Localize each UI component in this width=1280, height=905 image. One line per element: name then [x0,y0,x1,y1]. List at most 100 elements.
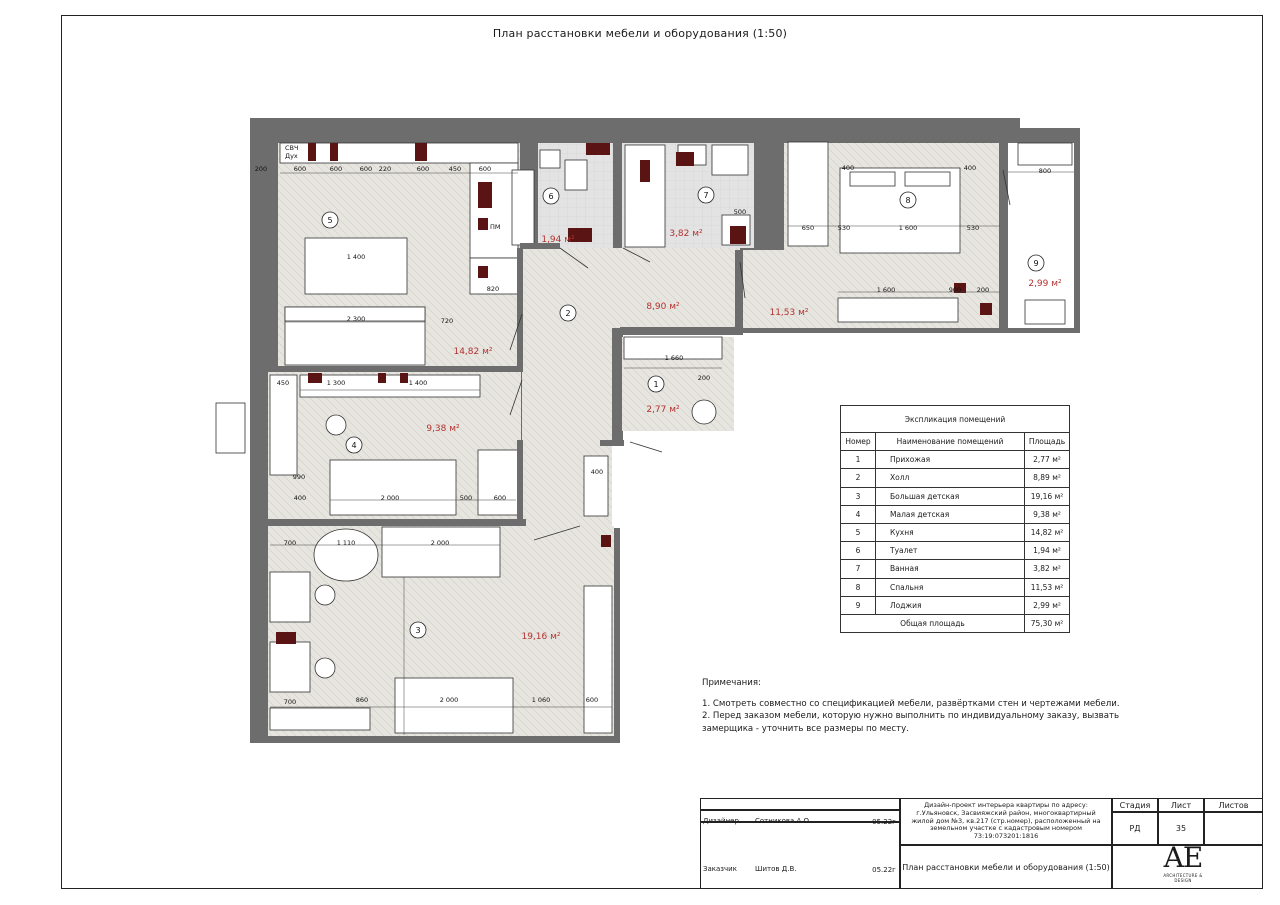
logo-cell [1112,845,1263,889]
cell: Прихожая [875,450,1025,470]
room-area-8: 11,53 м² [769,308,808,318]
desk-big-kids-b [269,641,311,693]
dim: 450 [449,165,461,173]
dimension-lines [270,171,1074,735]
dim: 700 [284,698,296,706]
dim: 400 [591,468,603,476]
dim: 1 600 [877,286,896,294]
dim: 1 600 [899,224,918,232]
marker [568,228,592,242]
dim: 2 300 [347,315,366,323]
room-bubble-5 [321,211,339,229]
sheet-title: План расстановки мебели и оборудования (… [492,27,788,40]
bedroom-dresser [837,297,959,323]
marker [980,303,992,315]
wardrobe-big-kids [583,585,613,734]
marker [330,143,338,161]
room-area-2: 8,90 м² [646,302,680,312]
room-number-6: 6 [548,192,553,201]
kitchen-column [469,162,519,259]
chair-big-kids-a [314,584,336,606]
cell: 2 [840,468,876,488]
dim: 600 [586,696,598,704]
cell: 1,94 м² [1024,541,1070,561]
cell: 3 [840,486,876,506]
dim: 990 [293,473,305,481]
cell: Кухня [875,522,1025,543]
desk-big-kids-a [269,571,311,623]
dim: 1 660 [665,354,684,362]
designer-label: Дизайнер [703,817,739,825]
title-block: Дизайнер Сотникова А.О. 05.22г Заказчик … [700,798,1263,889]
table-row-total: Общая площадь 75,30 м² [840,613,1070,634]
cell: Большая детская [875,486,1025,506]
dim: 200 [977,286,989,294]
dim: 400 [964,164,976,172]
dim: 650 [802,224,814,232]
inner-walls [268,138,1007,526]
entry-wardrobe [623,336,723,360]
marker [415,143,427,161]
marker [478,266,488,278]
room-bubble-1 [647,375,665,393]
cell: Туалет [875,541,1025,561]
sheets-label: Листов [1204,798,1263,812]
client-name: Шитов Д.В. [755,865,797,873]
cell: Ванная [875,559,1025,579]
sheet-name: План расстановки мебели и оборудования (… [900,845,1112,889]
explication-header: Наименование помещений [875,431,1025,452]
notes: Примечания: 1. Смотреть совместно со спе… [702,677,1162,735]
dim: 220 [379,165,391,173]
project-description: Дизайн-проект интерьера квартиры по адре… [900,798,1112,845]
room-number-4: 4 [351,441,356,450]
room-bubble-6 [542,187,560,205]
pillow-left [849,171,896,187]
room-number-1: 1 [653,380,658,389]
dim: 2 000 [431,539,450,547]
stage-value: РД [1112,812,1158,845]
explication-table: Экспликация помещений Номер Наименование… [840,405,1070,634]
sink-circle-entry [691,399,717,425]
room-number-5: 5 [327,216,332,225]
loggia-shelf [1017,142,1073,166]
dim: 1 110 [337,539,356,547]
explication-title: Экспликация помещений [840,405,1070,433]
notes-title: Примечания: [702,678,761,688]
shelf-small-kids [477,449,519,516]
marker [730,226,746,244]
stage-label: Стадия [1112,798,1158,812]
stamp-cell [700,798,900,810]
total-value: 75,30 м² [1024,613,1070,634]
bedroom-wardrobe [787,141,829,247]
dining-table [304,237,408,295]
marker [276,632,296,644]
cell: 7 [840,559,876,579]
room-area-7: 3,82 м² [669,229,703,239]
dim: 530 [967,224,979,232]
marker [478,218,488,230]
stamp-cell [700,810,900,822]
cell: 11,53 м² [1024,577,1070,597]
room-area-5: 14,82 м² [453,347,492,357]
room-bubble-8 [899,191,917,209]
doors [509,169,1011,541]
round-items [313,399,717,679]
shelf-big-kids [269,707,371,731]
window-box [215,402,246,454]
room-bubbles [321,186,1045,639]
cell: 14,82 м² [1024,522,1070,543]
wardrobe-small-kids [269,374,298,476]
dim: 600 [494,494,506,502]
bed-big-kids-bottom [394,677,514,734]
client-label: Заказчик [703,865,737,873]
room-bubble-4 [345,436,363,454]
cell: 2,99 м² [1024,595,1070,615]
dim: 500 [734,208,746,216]
bed-big-kids-top [381,526,501,578]
